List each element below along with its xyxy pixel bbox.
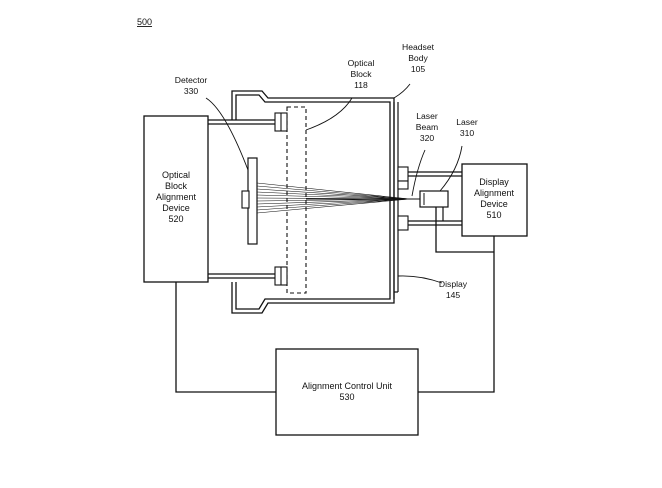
laser-beam-label-line-1: Laser <box>416 111 438 121</box>
optical-block-label-line-1: Optical <box>348 58 375 68</box>
display-clamp-upper <box>397 166 409 182</box>
laser-beam-label-line-2: Beam <box>416 122 438 132</box>
optical-block-label-line-2: Block <box>350 69 372 79</box>
headset-body-label-line-3: 105 <box>411 64 426 74</box>
laser-label-line-1: Laser <box>456 117 478 127</box>
oba-label-line-4: Device <box>162 203 190 213</box>
headset-body-label-line-2: Body <box>408 53 428 63</box>
laser-beam-label-line-3: 320 <box>420 133 435 143</box>
leader-laser-beam <box>411 149 426 197</box>
oba-label-line-2: Block <box>165 181 188 191</box>
leader-detector <box>205 97 249 171</box>
detector-mount <box>241 190 250 209</box>
display-label-line-2: 145 <box>446 290 461 300</box>
display-clamp-lower <box>397 215 409 231</box>
oba-label-line-1: Optical <box>162 170 190 180</box>
connection-dad-to-acu <box>418 236 495 393</box>
figure-number: 500 <box>137 17 152 27</box>
optical-block-clamps <box>274 112 288 286</box>
leader-display <box>397 275 443 284</box>
laser-label-line-2: 310 <box>460 128 475 138</box>
optical-block-alignment-device-box <box>143 115 209 283</box>
detector-label-line-2: 330 <box>184 86 199 96</box>
display-clamp-upper-b <box>397 180 409 190</box>
dad-label-line-3: Device <box>480 199 508 209</box>
leader-headset-body <box>393 83 411 99</box>
display-label-line-1: Display <box>439 279 468 289</box>
oba-label-line-5: 520 <box>168 214 183 224</box>
optical-block-label-line-3: 118 <box>354 80 368 90</box>
leader-lines <box>205 83 463 284</box>
laser-feed-line <box>435 207 494 253</box>
alignment-control-unit-box <box>275 348 419 436</box>
dad-label-line-2: Alignment <box>474 188 515 198</box>
acu-label-line-2: 530 <box>339 392 354 402</box>
leader-optical-block <box>305 97 353 131</box>
detector-label-line-1: Detector <box>175 75 208 85</box>
optical-block <box>286 106 307 294</box>
laser-body <box>419 190 449 208</box>
leader-laser <box>439 145 463 192</box>
display-alignment-device-box <box>461 163 528 237</box>
display-clamps <box>397 166 409 231</box>
headset-body-label-line-1: Headset <box>402 42 435 52</box>
acu-label-line-1: Alignment Control Unit <box>302 381 393 391</box>
control-connections <box>175 207 495 393</box>
oba-arms <box>208 119 275 279</box>
connection-oba-to-acu <box>175 282 276 393</box>
dad-label-line-1: Display <box>479 177 509 187</box>
light-rays <box>256 182 420 214</box>
oba-label-line-3: Alignment <box>156 192 197 202</box>
dad-label-line-4: 510 <box>486 210 501 220</box>
